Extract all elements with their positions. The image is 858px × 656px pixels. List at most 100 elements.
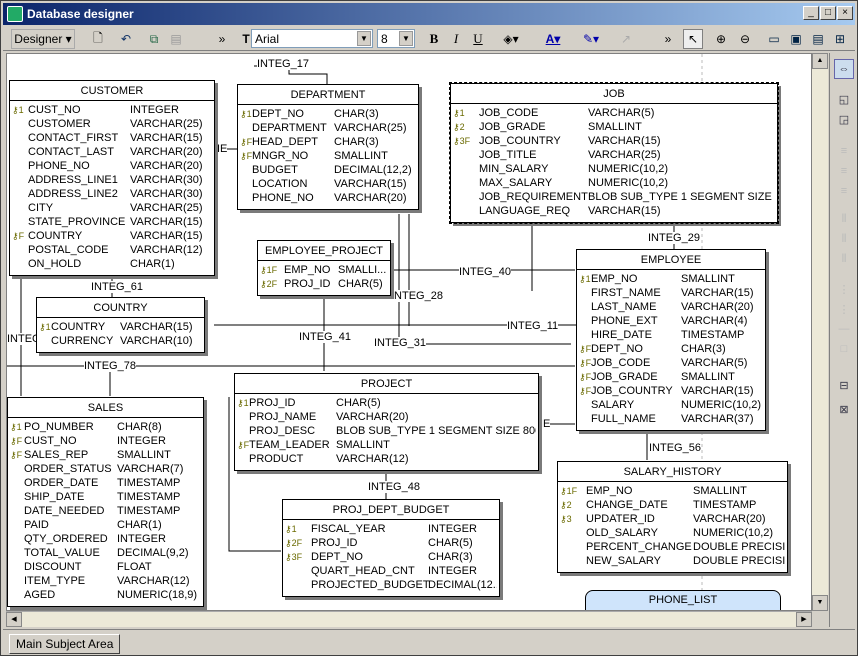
tab-main-subject-area[interactable]: Main Subject Area	[9, 634, 121, 654]
column-name: JOB_GRADE	[479, 121, 546, 133]
pointer-disabled-icon[interactable]: ↗	[620, 32, 632, 46]
underline-icon[interactable]: U	[473, 31, 483, 46]
column-name: MAX_SALARY	[479, 177, 553, 189]
select-arrow-icon[interactable]: ↖	[683, 29, 703, 49]
column-type: VARCHAR(5)	[588, 107, 655, 119]
scroll-left-icon[interactable]: ◀	[6, 612, 22, 627]
column-name: ITEM_TYPE	[24, 575, 86, 587]
line-color-icon[interactable]: ✎▾	[582, 32, 600, 46]
column-name: ADDRESS_LINE1	[28, 174, 118, 186]
key-icon: ⚷1F	[560, 486, 578, 496]
scroll-down-icon[interactable]: ▼	[812, 595, 828, 611]
column-type: TIMESTAMP	[693, 499, 757, 511]
align-left-icon[interactable]: ⫴	[841, 212, 847, 225]
fit-width-icon[interactable]: ⇔	[834, 59, 854, 79]
bring-front-icon[interactable]: ◱	[838, 93, 850, 106]
column-type: SMALLINT	[693, 485, 747, 497]
column-name: SALARY	[591, 399, 635, 411]
ungroup-icon[interactable]: ⊠	[839, 403, 849, 416]
column-type: SMALLINT	[336, 439, 390, 451]
column-name: CUST_NO	[24, 435, 77, 447]
align-middle-icon[interactable]: ≡	[840, 165, 848, 177]
mode-dropdown[interactable]: Designer ▾	[11, 29, 75, 49]
column-name: UPDATER_ID	[586, 513, 655, 525]
zoom-out-icon[interactable]: ⊖	[739, 32, 751, 46]
key-icon: ⚷F	[12, 231, 25, 241]
key-icon: ⚷1	[10, 422, 22, 432]
space-icon[interactable]: ⋮	[838, 303, 850, 316]
new-page-icon[interactable]: 🗋	[93, 30, 103, 45]
key-icon: ⚷1	[39, 322, 51, 332]
space-icon[interactable]: □	[840, 343, 848, 355]
key-icon: ⚷1	[237, 398, 249, 408]
column-name: JOB_GRADE	[591, 371, 658, 383]
diagram-canvas[interactable]: INTEG_17 INTEG_61 INTEG_7 INTEG_78 INTEG…	[6, 53, 812, 611]
entity-phone-list[interactable]: PHONE_LIST	[585, 590, 781, 610]
send-back-icon[interactable]: ◲	[838, 113, 850, 126]
view-icon[interactable]: ▤	[812, 32, 824, 46]
key-icon: ⚷2F	[285, 538, 303, 548]
column-name: LANGUAGE_REQ	[479, 205, 571, 217]
group-icon[interactable]: ⊟	[839, 379, 849, 392]
font-color-icon[interactable]: A▾	[545, 32, 561, 46]
column-name: PROJECTED_BUDGET	[311, 579, 430, 591]
column-name: PROJ_ID	[311, 537, 358, 549]
table-icon[interactable]: ▣	[790, 32, 802, 46]
paste-icon[interactable]: ▤	[170, 32, 182, 46]
toolbar: Designer ▾ 🗋 ↶ ⧉ ▤ » T Arial▼ 8▼ B I U ◈…	[3, 27, 855, 51]
zoom-in-icon[interactable]: ⊕	[715, 32, 727, 46]
entity-title: COUNTRY	[37, 298, 204, 318]
column-type: CHAR(8)	[117, 421, 162, 433]
italic-icon[interactable]: I	[453, 31, 459, 46]
column-type: VARCHAR(25)	[588, 149, 661, 161]
overflow-chevron-icon[interactable]: »	[664, 32, 672, 46]
align-right-icon[interactable]: ⫴	[841, 252, 847, 265]
vertical-scrollbar[interactable]: ▲ ▼	[812, 53, 828, 611]
bold-icon[interactable]: B	[429, 31, 439, 46]
column-name: PROJ_NAME	[249, 411, 317, 423]
column-type: VARCHAR(12)	[336, 453, 409, 465]
font-select[interactable]: Arial▼	[251, 29, 373, 48]
align-top-icon[interactable]: ≡	[840, 145, 848, 157]
undo-icon[interactable]: ↶	[120, 32, 132, 46]
layout-icon[interactable]: ▭	[768, 32, 780, 46]
font-size-select[interactable]: 8▼	[377, 29, 415, 48]
column-name: CITY	[28, 202, 54, 214]
tree-icon[interactable]: ⊞	[834, 32, 846, 46]
close-button[interactable]: ×	[837, 6, 853, 20]
column-name: POSTAL_CODE	[28, 244, 109, 256]
scroll-up-icon[interactable]: ▲	[812, 53, 828, 69]
key-icon: ⚷1	[240, 109, 252, 119]
overflow-chevron-icon[interactable]: »	[218, 32, 226, 46]
column-name: NEW_SALARY	[586, 555, 661, 567]
minimize-button[interactable]: _	[803, 6, 819, 20]
scroll-right-icon[interactable]: ▶	[796, 612, 812, 627]
align-bottom-icon[interactable]: ≡	[840, 185, 848, 197]
column-name: ORDER_STATUS	[24, 463, 112, 475]
horizontal-scrollbar[interactable]: ◀ ▶	[6, 611, 812, 627]
space-icon[interactable]: —	[838, 323, 850, 335]
maximize-button[interactable]: □	[820, 6, 836, 20]
space-icon[interactable]: ⋮	[838, 283, 850, 296]
align-center-icon[interactable]: ⫴	[841, 232, 847, 245]
column-type: TIMESTAMP	[117, 477, 181, 489]
copy-icon[interactable]: ⧉	[149, 31, 159, 46]
fill-color-icon[interactable]: ◈▾	[503, 32, 519, 46]
